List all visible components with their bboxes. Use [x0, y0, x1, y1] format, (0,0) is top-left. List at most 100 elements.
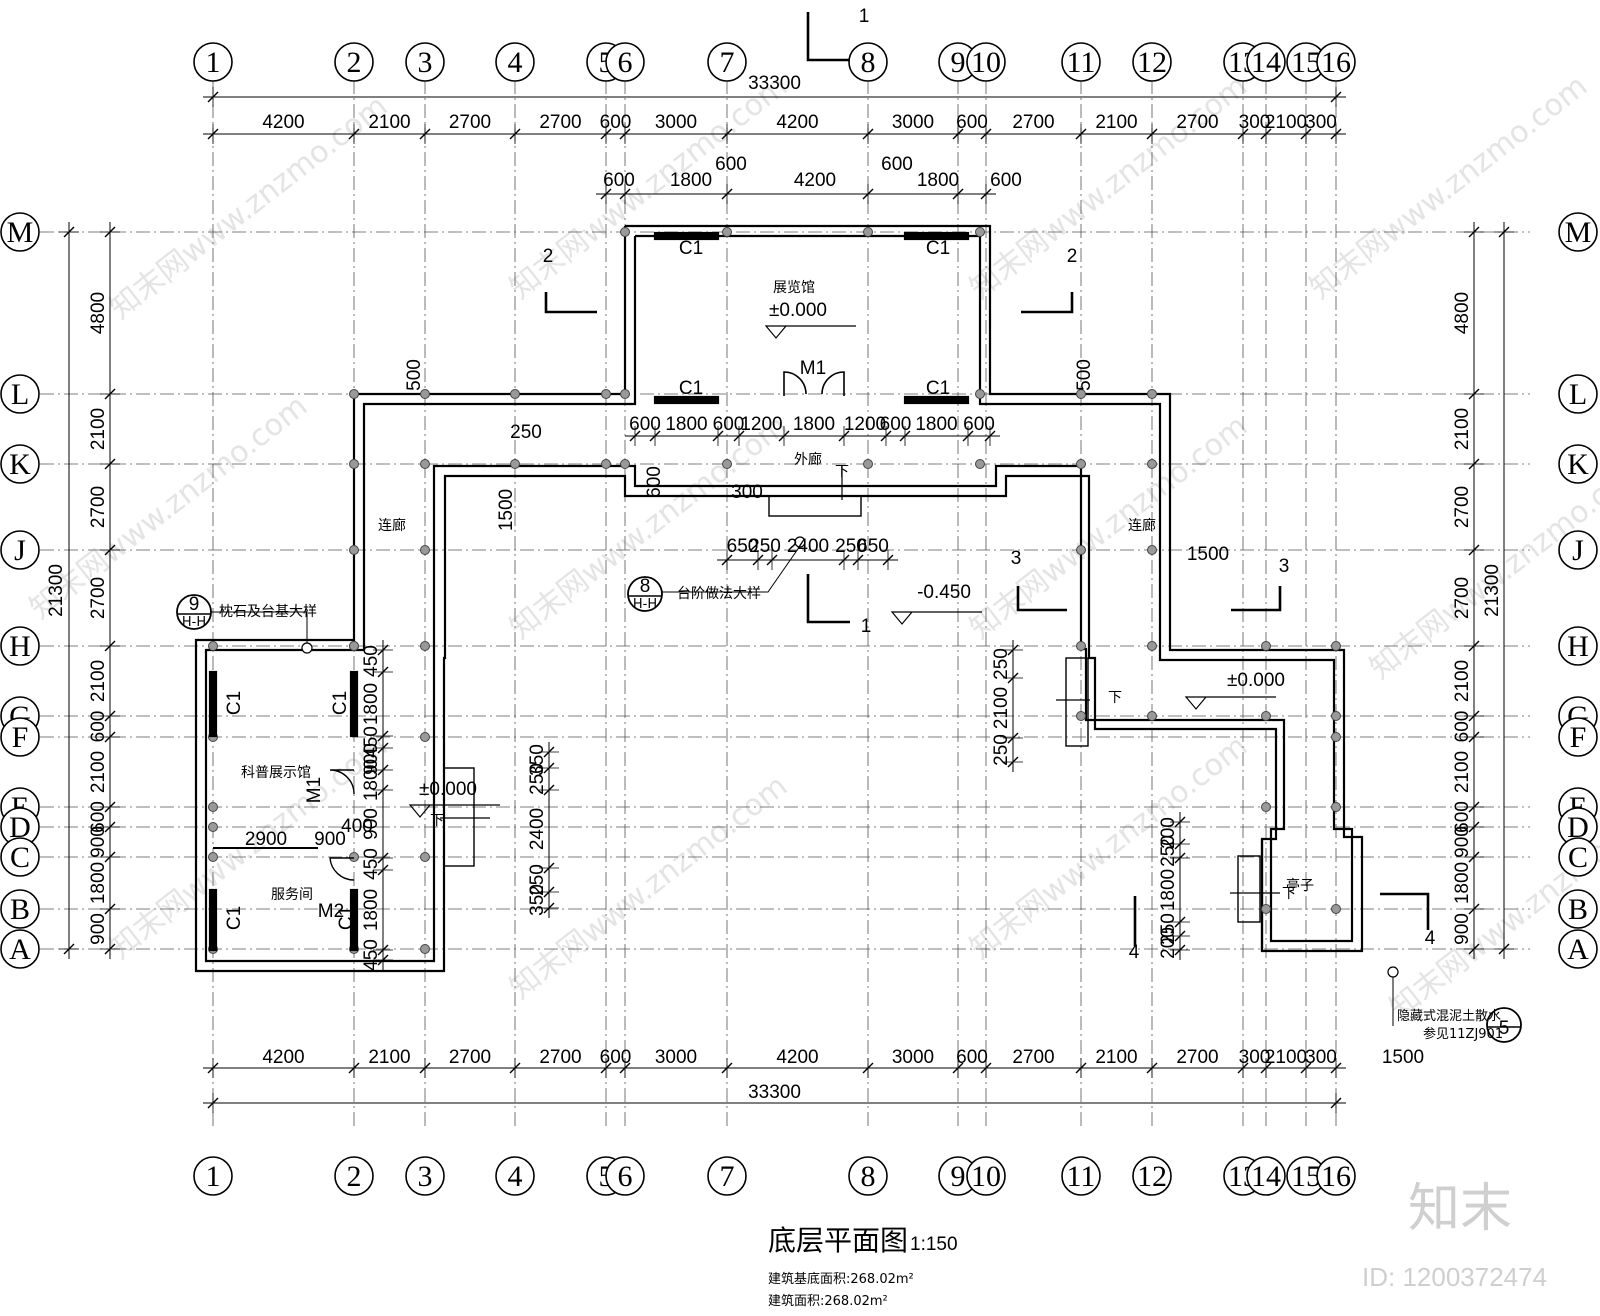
dim-left-chain-text-7: 600 [88, 801, 109, 833]
column-22 [349, 545, 359, 555]
section-3-left-mark [1016, 586, 1067, 612]
window-side-2 [208, 888, 218, 952]
column-42 [208, 852, 218, 862]
door-label-m1-side: M1 [304, 777, 325, 803]
dim-left-chain-text-5: 600 [88, 711, 109, 743]
steps-right [1065, 657, 1089, 747]
dim-steps-text-3: 250 [835, 536, 867, 557]
column-47 [420, 944, 430, 954]
dim-right-chain-text-4: 2100 [1452, 660, 1473, 702]
window-0 [653, 231, 720, 241]
axis-bottom-6-circle [605, 1156, 645, 1196]
window-2 [653, 395, 720, 405]
axis-right-H-circle [1558, 626, 1598, 666]
detail-8-label: 台阶做法大样 [677, 586, 761, 602]
dim-left-chain-text-8: 900 [88, 826, 109, 858]
column-40 [208, 802, 218, 812]
door-m1-side-swing [329, 769, 355, 795]
dim-top-chain-text-8: 600 [956, 112, 988, 133]
dim-left-bldg-text-3: 900 [361, 743, 382, 775]
dim-left-bldg-text-6: 450 [361, 848, 382, 880]
column-43 [420, 852, 430, 862]
section-1-top-mark [806, 12, 850, 62]
window-label-1: C1 [679, 238, 703, 259]
steps-left [443, 767, 475, 867]
dim-mid-steps-text-1: 250 [527, 763, 548, 795]
room-label-exhibit-hall: 展览馆 [773, 280, 815, 296]
axis-right-A-circle [1558, 929, 1598, 969]
axis-right-A-label: A [1567, 933, 1589, 966]
axis-left-H-circle [0, 626, 40, 666]
axis-top-8-circle [848, 42, 888, 82]
leader-dot-2 [1387, 966, 1399, 978]
dim-top-chain-text-13: 2100 [1265, 112, 1307, 133]
window-1 [903, 231, 970, 241]
dim-hall-bottom-text-7: 1800 [915, 414, 957, 435]
dim-600-v: 600 [644, 466, 665, 498]
axis-top-9-label: 9 [951, 46, 966, 79]
axis-top-2-label: 2 [347, 46, 362, 79]
axis-right-D-label: D [1567, 811, 1589, 844]
dim-top-chain-text-7: 3000 [892, 112, 934, 133]
detail-5-number: 5 [1499, 1018, 1510, 1039]
dim-hall-bottom-text-2: 600 [713, 414, 745, 435]
axis-left-A-circle [0, 929, 40, 969]
column-1 [722, 227, 732, 237]
axis-right-F-circle [1558, 717, 1598, 757]
stair-down-3: 下 [430, 813, 444, 829]
axis-right-C-label: C [1568, 841, 1588, 874]
axis-right-C-circle [1558, 837, 1598, 877]
dim-overall-left-text-0: 21300 [46, 564, 67, 617]
dim-bottom-chain-text-7: 3000 [892, 1047, 934, 1068]
axis-bottom-10-label: 10 [971, 1160, 1001, 1193]
column-32 [1076, 711, 1086, 721]
column-24 [1076, 545, 1086, 555]
axis-left-C-label: C [10, 841, 30, 874]
room-label-service: 服务间 [271, 887, 313, 903]
dim-left-900: 900 [314, 829, 346, 850]
detail-9-leader [211, 611, 308, 644]
axis-top-10-label: 10 [971, 46, 1001, 79]
window-label-3: C1 [679, 378, 703, 399]
dim-bottom-chain-text-5: 3000 [655, 1047, 697, 1068]
column-23 [420, 545, 430, 555]
dim-hall-top-6: 600 [990, 170, 1022, 191]
door-m1-swing [783, 371, 845, 396]
dim-left-bldg-text-7: 1800 [361, 889, 382, 931]
axis-bottom-2-label: 2 [347, 1160, 362, 1193]
elevation-mark-3 [1184, 696, 1276, 710]
dim-left-chain-text-10: 900 [88, 913, 109, 945]
axis-top-1-circle [193, 42, 233, 82]
axis-left-B-label: B [10, 893, 30, 926]
dim-top-chain-text-2: 2700 [449, 112, 491, 133]
axis-top-12-circle [1132, 42, 1172, 82]
window-label-6: C1 [330, 691, 351, 715]
dim-left-chain-text-9: 1800 [88, 862, 109, 904]
axis-left-A-label: A [9, 933, 31, 966]
dim-overall-right-text-0: 21300 [1482, 564, 1503, 617]
axis-bottom-1-label: 1 [206, 1160, 221, 1193]
dim-top-chain-text-10: 2100 [1095, 112, 1137, 133]
axis-left-L-circle [0, 374, 40, 414]
axis-top-10-circle [966, 42, 1006, 82]
area-total: 建筑面积:268.02m² [768, 1293, 888, 1309]
axis-bottom-3-label: 3 [418, 1160, 433, 1193]
dim-hall-bottom-text-5: 1200 [844, 414, 886, 435]
dim-bottom-chain-text-12: 300 [1239, 1047, 1271, 1068]
axis-left-M-label: M [7, 216, 34, 249]
axis-left-F-label: F [12, 721, 29, 754]
axis-bottom-8-circle [848, 1156, 888, 1196]
dim-500-right: 500 [1074, 359, 1095, 391]
annotations [176, 12, 1522, 1043]
brand-id: ID: 1200372474 [1362, 1262, 1547, 1292]
elevation-mark-2 [890, 611, 982, 625]
window-label-5: C1 [224, 691, 245, 715]
dim-hall-bottom-text-1: 1800 [665, 414, 707, 435]
dim-250: 250 [510, 422, 542, 443]
dim-hall-bottom-text-0: 600 [629, 414, 661, 435]
dim-steps-text-4: 650 [857, 536, 889, 557]
dim-left-bldg-text-5: 900 [361, 808, 382, 840]
dim-hall-bottom-text-8: 600 [963, 414, 995, 435]
axis-bottom-4-circle [495, 1156, 535, 1196]
room-label-sci-hall: 科普展示馆 [241, 765, 311, 781]
